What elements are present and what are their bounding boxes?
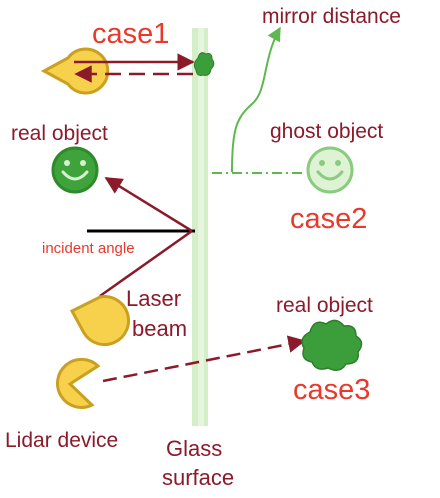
case1-label: case1 [92, 18, 170, 50]
incident-angle-label: incident angle [42, 240, 135, 257]
pacman-icon [69, 295, 130, 347]
laser-beam [99, 229, 193, 298]
ghost-smiley-icon [306, 146, 354, 194]
glass-surface-label-line1: Glass [166, 436, 223, 461]
mirror-distance-arrow [231, 26, 281, 173]
glass-surface-highlight [198, 28, 204, 426]
ghost-object-label: ghost object [270, 120, 384, 143]
glass-surface-label-line2: surface [162, 465, 235, 490]
pacman-icon [55, 357, 101, 409]
laser-beam-label-line2: beam [132, 316, 188, 341]
real-object-label-right: real object [276, 294, 373, 317]
reflected-beam [104, 176, 193, 233]
bush-icon [301, 319, 363, 371]
case3-beam [102, 335, 306, 383]
laser-beam-label-line1: Laser [126, 286, 182, 311]
lidar-device-label: Lidar device [5, 429, 119, 452]
smiley-icon [51, 146, 99, 194]
mirror-distance-label: mirror distance [262, 5, 401, 28]
pacman-icon [40, 47, 110, 95]
bush-icon [193, 52, 215, 76]
real-object-label-top: real object [11, 122, 108, 145]
case2-label: case2 [290, 203, 368, 235]
case3-label: case3 [293, 374, 371, 406]
